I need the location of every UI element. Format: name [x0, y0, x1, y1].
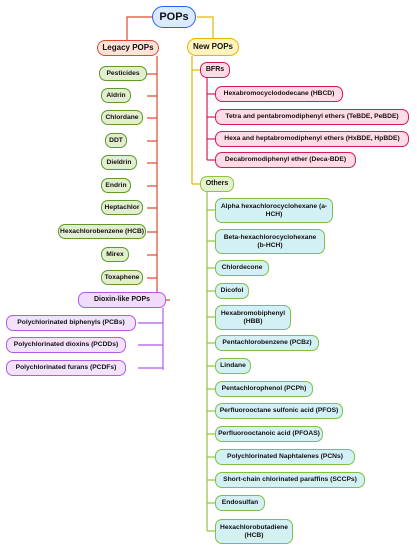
bfr-item-tebde-pebde: Tetra and pentabromodiphenyl ethers (TeB… [215, 109, 409, 125]
bfr-item-hxbde-hpbde: Hexa and heptabromodiphenyl ethers (HxBD… [215, 131, 409, 147]
other-item-pcns: Polychlorinated Naphtalenes (PCNs) [215, 449, 355, 465]
legacy-item-toxaphene: Toxaphene [101, 270, 143, 285]
legacy-item-ddt: DDT [105, 133, 127, 148]
connector-root-new [197, 16, 214, 38]
dioxin-item-pcbs: Polychlorinated biphenyls (PCBs) [6, 315, 136, 331]
other-item-sccps: Short-chain chlorinated paraffins (SCCPs… [215, 472, 365, 488]
legacy-item-dieldrin: Dieldrin [101, 155, 137, 170]
other-item-a-hch: Alpha hexachlorocyclohexane (a-HCH) [215, 198, 333, 223]
legacy-item-chlordane: Chlordane [101, 110, 143, 125]
other-item-pfoas: Perfluorooctanoic acid (PFOAS) [215, 426, 323, 442]
connector-root-legacy [126, 16, 155, 40]
other-item-b-hch: Beta-hexachlorocyclohexane (b-HCH) [215, 229, 325, 254]
bfrs-node: BFRs [200, 62, 230, 78]
other-item-endosulfan: Endosulfan [215, 495, 265, 511]
other-item-chlordecone: Chlordecone [215, 260, 269, 276]
legacy-pops-node: Legacy POPs [97, 40, 159, 56]
legacy-item-endrin: Endrin [101, 178, 131, 193]
dioxin-item-pcdfs: Polychlorinated furans (PCDFs) [6, 360, 126, 376]
other-item-hbb: Hexabromobiphenyl (HBB) [215, 305, 291, 330]
other-item-pcbz: Pentachlorobenzene (PCBz) [215, 335, 319, 351]
other-item-pcph: Pentachlorophenol (PCPh) [215, 381, 313, 397]
new-pops-node: New POPs [187, 38, 239, 56]
other-item-lindane: Lindane [215, 358, 251, 374]
other-item-pfos: Perfluorooctane sulfonic acid (PFOS) [215, 403, 343, 419]
others-node: Others [200, 176, 234, 192]
legacy-item-heptachlor: Heptachlor [101, 200, 143, 215]
legacy-item-mirex: Mirex [101, 247, 129, 262]
other-item-dicofol: Dicofol [215, 283, 249, 299]
bfr-item-hbcd: Hexabromocyclododecane (HBCD) [215, 86, 343, 102]
legacy-item-pesticides: Pesticides [99, 66, 147, 81]
root-node-pops: POPs [152, 6, 196, 28]
dioxin-like-pops-node: Dioxin-like POPs [78, 292, 166, 308]
legacy-item-hexachlorobenzene: Hexachlorobenzene (HCB) [58, 224, 146, 239]
other-item-hexachlorobutadiene: Hexachlorobutadiene (HCB) [215, 519, 293, 544]
bfr-item-deca-bde: Decabromodiphenyl ether (Deca-BDE) [215, 152, 356, 168]
dioxin-item-pcdds: Polychlorinated dioxins (PCDDs) [6, 337, 126, 353]
legacy-item-aldrin: Aldrin [101, 88, 131, 103]
